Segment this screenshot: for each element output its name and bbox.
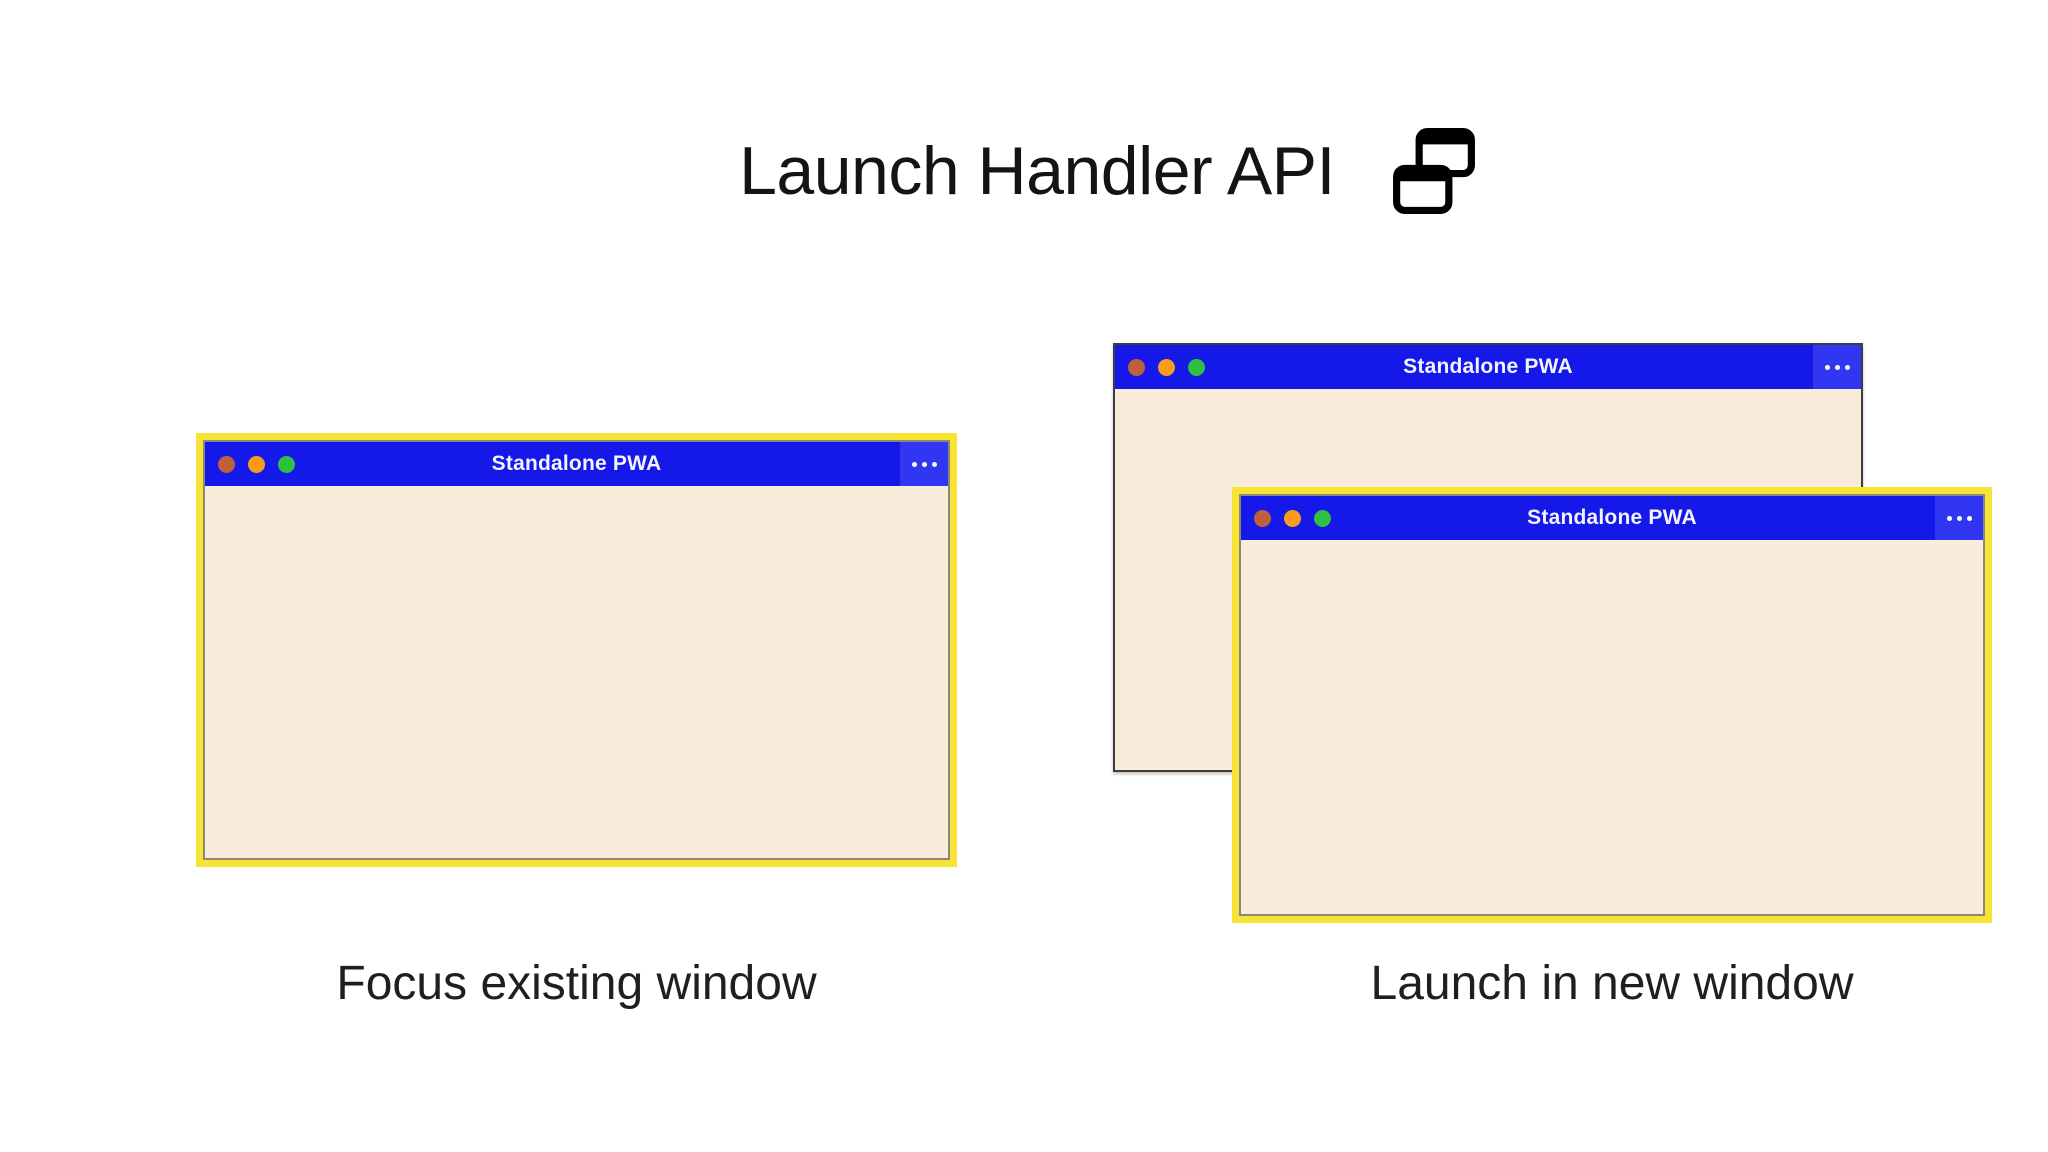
traffic-lights [1254, 496, 1331, 540]
maximize-dot-icon[interactable] [1314, 509, 1331, 527]
ellipsis-dot-icon [911, 461, 917, 467]
close-dot-icon[interactable] [218, 455, 235, 473]
minimize-dot-icon[interactable] [248, 455, 265, 473]
ellipsis-dot-icon [1824, 364, 1830, 370]
ellipsis-dot-icon [1844, 364, 1850, 370]
ellipsis-dot-icon [1834, 364, 1840, 370]
caption-focus-existing: Focus existing window [336, 957, 817, 1010]
titlebar[interactable]: Standalone PWA [1241, 496, 1983, 544]
traffic-lights [1128, 345, 1205, 389]
more-menu-button[interactable] [1935, 496, 1983, 540]
window-content [1241, 540, 1983, 914]
ellipsis-dot-icon [1956, 515, 1962, 521]
caption-launch-new: Launch in new window [1370, 957, 1854, 1010]
minimize-dot-icon[interactable] [1158, 358, 1175, 376]
window-title: Standalone PWA [1527, 506, 1697, 529]
more-menu-button[interactable] [900, 442, 948, 486]
ellipsis-dot-icon [931, 461, 937, 467]
close-dot-icon[interactable] [1128, 358, 1145, 376]
maximize-dot-icon[interactable] [278, 455, 295, 473]
pwa-window-existing[interactable]: Standalone PWA [196, 433, 957, 867]
ellipsis-dot-icon [1946, 515, 1952, 521]
pwa-window-new[interactable]: Standalone PWA [1232, 487, 1992, 923]
window-title: Standalone PWA [491, 452, 662, 475]
window-content [205, 486, 948, 858]
more-menu-button[interactable] [1813, 345, 1861, 389]
maximize-dot-icon[interactable] [1188, 358, 1205, 376]
titlebar[interactable]: Standalone PWA [1115, 345, 1861, 393]
minimize-dot-icon[interactable] [1284, 509, 1301, 527]
close-dot-icon[interactable] [1254, 509, 1271, 527]
titlebar[interactable]: Standalone PWA [205, 442, 948, 490]
ellipsis-dot-icon [1966, 515, 1972, 521]
window-title: Standalone PWA [1403, 355, 1573, 378]
traffic-lights [218, 442, 295, 486]
ellipsis-dot-icon [921, 461, 927, 467]
page-title: Launch Handler API [739, 133, 1335, 209]
header: Launch Handler API [0, 128, 2048, 214]
multi-window-icon [1392, 128, 1475, 214]
